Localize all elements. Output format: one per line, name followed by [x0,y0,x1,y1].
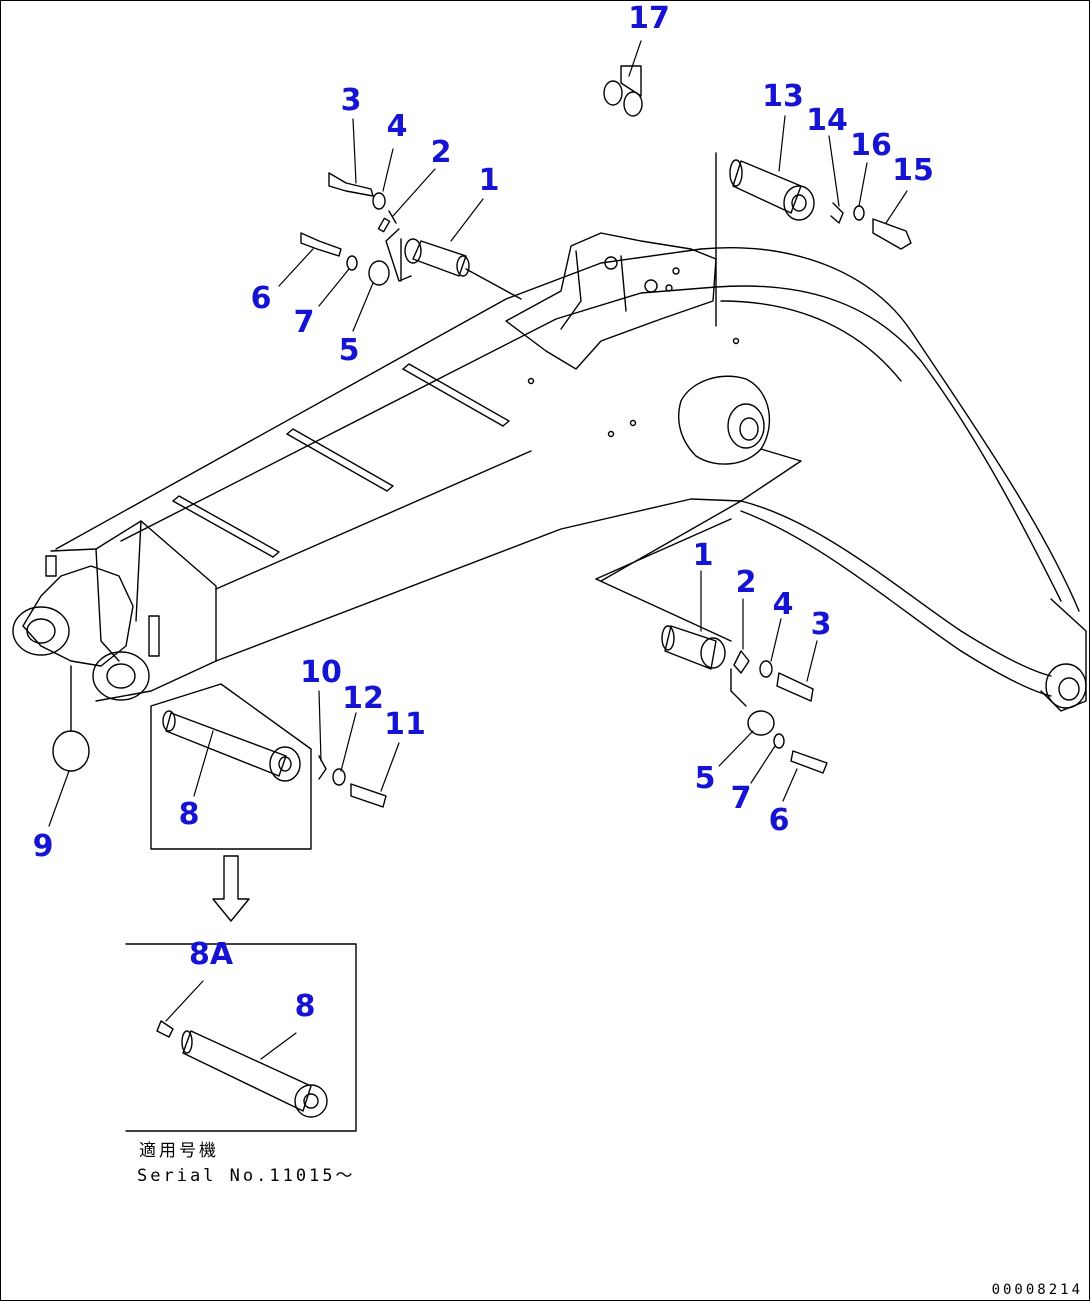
boom-body [12,232,1087,712]
callout-8-variant: 8 [294,989,316,1024]
callout-6-top: 6 [250,281,272,316]
callout-2-lower: 2 [735,565,757,600]
down-arrow [212,855,250,922]
variant-8A-box [125,943,357,1132]
callout-4-top: 4 [386,109,408,144]
top-right-pin-assembly [715,152,912,327]
callout-7-lower: 7 [730,781,752,816]
callout-3-top: 3 [340,83,362,118]
callout-9: 9 [32,829,54,864]
callout-4-lower: 4 [772,587,794,622]
leader-lines [48,40,908,1060]
callout-13: 13 [762,79,804,114]
part-17 [603,65,643,117]
callout-2-top: 2 [430,135,452,170]
callout-3-lower: 3 [810,607,832,642]
top-pin-assembly [300,172,522,300]
callout-1-top: 1 [478,163,500,198]
callout-8: 8 [178,797,200,832]
serial-note: Serial No.11015～ [137,1166,356,1186]
callout-12: 12 [342,681,384,716]
lower-pin-assembly [595,518,828,774]
foot-pin-assembly [52,665,387,850]
callout-8A: 8A [188,937,234,972]
callout-14: 14 [806,103,848,138]
callout-5-top: 5 [338,333,360,368]
drawing-code: 00008214 [991,1282,1083,1298]
callout-10: 10 [300,655,342,690]
serial-note-jp: 適用号機 [139,1141,219,1161]
callout-7-top: 7 [293,305,315,340]
callout-11: 11 [384,707,426,742]
callout-17: 17 [628,1,670,36]
callout-16: 16 [850,128,892,163]
callout-1-lower: 1 [692,538,714,573]
callout-5-lower: 5 [694,761,716,796]
callout-6-lower: 6 [768,803,790,838]
callout-15: 15 [892,153,934,188]
